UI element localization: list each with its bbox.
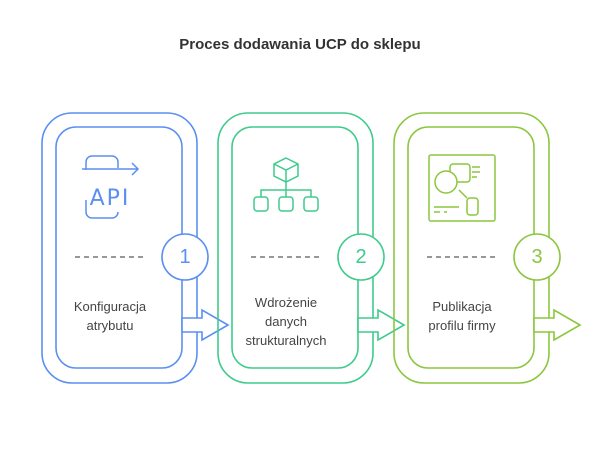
step-label-line: profilu firmy (428, 318, 496, 333)
board-small-box (466, 197, 479, 216)
step-label: Wdrożenie danych strukturalnych (221, 293, 351, 350)
api-icon: API (82, 155, 140, 219)
step-label-line: strukturalnych (245, 333, 327, 348)
api-frame (82, 155, 140, 219)
step-card-2 (217, 112, 406, 384)
hierarchy-icon (253, 157, 319, 212)
step-card-1 (41, 112, 230, 384)
profile-board-icon (428, 154, 496, 222)
step-label-line: Wdrożenie (254, 295, 318, 310)
step-label: Publikacja profilu firmy (397, 297, 527, 335)
arrow-right-icon (357, 308, 406, 342)
step-number: 1 (179, 246, 191, 268)
step-number-circle (161, 233, 209, 281)
board-lines (434, 166, 480, 213)
step-card-3 (393, 112, 582, 384)
hierarchy-node (303, 196, 319, 212)
hierarchy-node (278, 196, 294, 212)
step-label-line: atrybutu (86, 318, 134, 333)
hierarchy-lines (260, 157, 312, 197)
hierarchy-node (253, 196, 269, 212)
step-label-line: danych (265, 314, 307, 329)
board-circle (434, 170, 458, 194)
step-number: 2 (355, 246, 367, 268)
step-number-circle (337, 233, 385, 281)
diagram-title: Proces dodawania UCP do sklepu (179, 36, 421, 53)
step-number-circle (513, 233, 561, 281)
step-label-line: Konfiguracja (73, 299, 147, 314)
step-label-line: Publikacja (432, 299, 492, 314)
board (428, 154, 496, 222)
api-text: API (90, 186, 131, 211)
step-label: Konfiguracja atrybutu (45, 297, 175, 335)
arrow-right-icon (533, 308, 582, 342)
step-number: 3 (531, 246, 543, 268)
arrow-right-icon (181, 308, 230, 342)
